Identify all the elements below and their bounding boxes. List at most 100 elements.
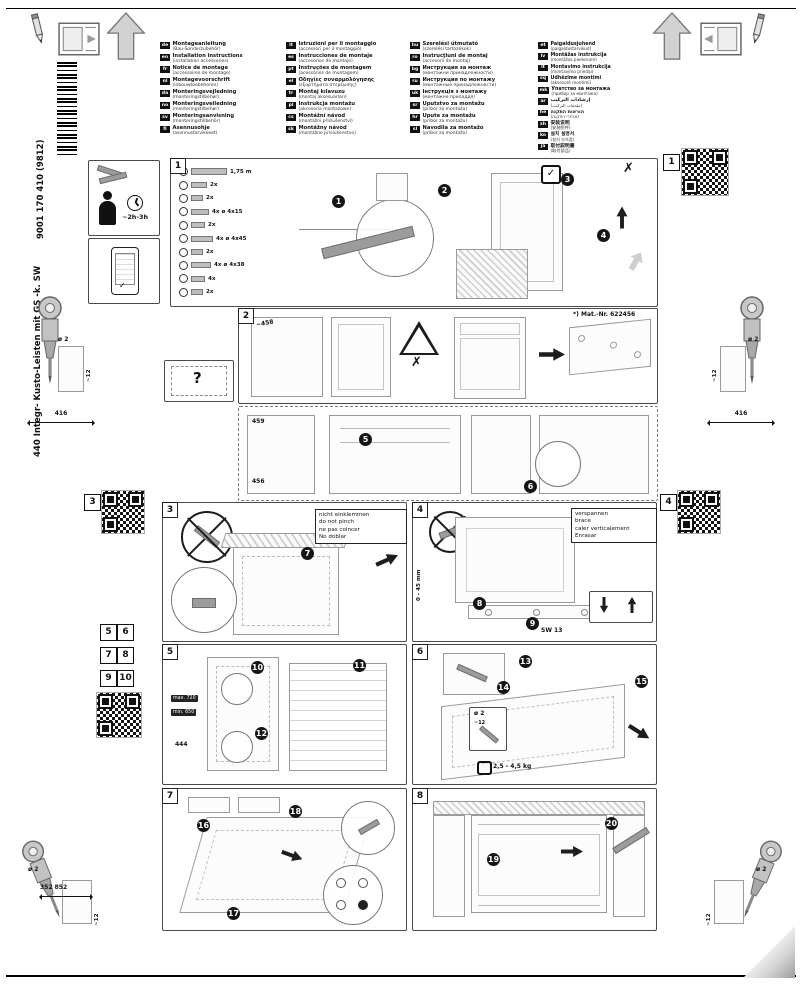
language-text: Monteringsveiledning (monteringstilbehør… — [173, 102, 237, 112]
language-code-badge: sr — [410, 102, 420, 109]
part-marker-icon — [179, 180, 188, 190]
niche-width-label: ~458 — [255, 318, 275, 329]
part-quantity-label: 2x — [206, 289, 214, 296]
screw-corner-sketch — [443, 653, 505, 695]
language-entry: ru Инструкция по монтажу (монтажные прин… — [410, 78, 534, 88]
direction-arrow-icon — [561, 846, 583, 857]
page-ref-5: 5 — [100, 624, 117, 641]
language-subtitle: (asennustarvikkeet) — [172, 131, 218, 137]
part-marker-icon — [179, 234, 188, 244]
language-subtitle: (монтажне приладдя) — [422, 94, 475, 100]
direction-arrow-icon — [625, 720, 653, 745]
part-quantity-label: 2x — [210, 182, 218, 189]
plinth-sketch — [62, 880, 92, 924]
panel-4: 4 verspannen brace caler verticalement E… — [412, 502, 657, 642]
language-code-badge: et — [538, 42, 548, 49]
language-entry: es Instrucciones de montaje (accesorios … — [286, 53, 408, 64]
part-icon — [191, 182, 207, 189]
language-title: 安装说明 — [550, 121, 570, 127]
language-code-badge: sl — [410, 126, 420, 133]
language-subtitle: (accessoires de montage) — [172, 70, 231, 76]
step-badge: 15 — [635, 675, 648, 688]
language-subtitle: (monteringstillbehör) — [172, 118, 221, 124]
language-text: Istruzioni per il montaggio (accessori p… — [299, 41, 377, 52]
parts-list-row: 4x ø 4x15 — [179, 205, 297, 218]
panel-4-number: 4 — [412, 502, 428, 518]
screw-head — [358, 878, 368, 888]
appliance-icon — [58, 22, 100, 56]
part-marker-icon — [179, 247, 188, 257]
note-line: do not pinch — [319, 519, 354, 526]
page-ref-10: 10 — [117, 670, 134, 687]
pinch-warning-note: nicht einklemmen do not pinch ne pas coi… — [315, 509, 407, 545]
dishwasher-sketch — [456, 249, 528, 299]
language-entry: lt Montavimo instrukcija (montavimo prie… — [538, 64, 656, 75]
language-text: Notice de montage (accessoires de montag… — [172, 65, 231, 76]
step-badge: 18 — [289, 805, 302, 818]
page-ref-9: 9 — [100, 670, 117, 687]
language-code-badge: he — [538, 109, 548, 117]
step-badge: 20 — [605, 817, 618, 830]
wrench-size-label: SW 13 — [541, 627, 563, 634]
part-icon — [191, 222, 205, 229]
hole — [634, 350, 641, 359]
language-title: Инструкция за монтаж — [422, 65, 492, 72]
language-entry: hr Upute za montažu (pribor za montažu) — [410, 114, 534, 124]
part-marker-icon — [179, 207, 188, 217]
language-title: Udhëzime montimi — [550, 75, 602, 81]
screwdriver-icon — [193, 525, 221, 548]
language-subtitle: (Bau-Sonderzubehör) — [172, 46, 221, 52]
language-subtitle: (설치 부속품) — [550, 136, 575, 142]
adjust-rail-sketch — [468, 605, 610, 619]
inner-dash-line — [242, 556, 330, 626]
page-ref-6: 6 — [117, 624, 134, 641]
up-arrow-icon — [106, 12, 146, 60]
language-subtitle: (pribor za montažu) — [422, 118, 468, 124]
language-column-2: it Istruzioni per il montaggio (accessor… — [286, 41, 408, 137]
language-text: 설치 설명서 (설치 부속품) — [551, 132, 575, 142]
bracket-sketch — [192, 598, 216, 608]
part-quantity-label: 4x — [208, 275, 216, 282]
panel-2: 2 ~458 ✗ *) Mat.-Nr. 622456 — [238, 308, 658, 404]
panel-6-number: 6 — [412, 644, 428, 660]
parts-list-row: 1,75 m — [179, 165, 297, 178]
language-code-badge: de — [160, 42, 170, 49]
panel-6: 6 13 14 15 ø 2 ~12 2,5 - 4,5 kg — [412, 644, 657, 785]
language-text: Monteringsvejledning (monteringstilbehør… — [173, 90, 237, 100]
niche-outline — [171, 366, 227, 396]
language-title: Navodila za montažo — [422, 125, 484, 132]
barcode — [57, 62, 77, 158]
clock-icon — [127, 195, 143, 211]
time-estimate-label: ~2h-3h — [122, 213, 148, 221]
language-column-4: et Paigaldusjuhend (paigaldustarvikud) l… — [538, 42, 656, 153]
language-entry: ro Instrucţiuni de montaj (accesorii de … — [410, 53, 534, 64]
part-icon — [191, 249, 203, 256]
pencil-icon — [744, 11, 771, 47]
step-badge: 9 — [526, 617, 539, 630]
language-code-badge: pl — [286, 102, 296, 109]
language-entry: ja 取付説明書 (取付部品) — [538, 143, 656, 154]
note-line: No doblar — [319, 533, 347, 540]
hole — [610, 341, 617, 349]
door-line — [460, 338, 520, 390]
language-code-badge: uk — [410, 90, 420, 97]
screw-sketch — [478, 725, 500, 744]
panel-7: 7 16 18 17 — [162, 788, 407, 931]
language-title: Montaj kılavuzu — [298, 89, 345, 96]
language-entry: pl Instrukcja montażu (akcesoria montażo… — [286, 102, 408, 112]
language-title: Monteringsvejledning — [172, 89, 237, 96]
up-arrow-icon — [652, 12, 692, 60]
language-subtitle: (monteringstilbehør) — [172, 94, 220, 100]
hole-diameter-label: ø 2 — [474, 710, 485, 717]
dim-416-label: 416 — [54, 410, 68, 417]
language-text: Instrucciones de montaje (accesorios de … — [299, 53, 373, 64]
niche-sketch: 459 456 — [247, 415, 315, 494]
cabinet-inner-line — [338, 324, 384, 390]
language-entry: sk Montážny návod (montážne príslušenstv… — [286, 126, 408, 136]
language-entry: hu Szerelési útmutató (szerelési tartozé… — [410, 41, 534, 52]
language-entry: nl Montagevoorschrift (inbouwtoebehoren) — [160, 78, 282, 88]
parts-list-row: 4x ø 4x45 — [179, 232, 297, 245]
language-code-badge: lv — [538, 53, 548, 60]
language-code-badge: sv — [160, 114, 170, 121]
language-subtitle: (pribor za montažo) — [422, 131, 468, 137]
